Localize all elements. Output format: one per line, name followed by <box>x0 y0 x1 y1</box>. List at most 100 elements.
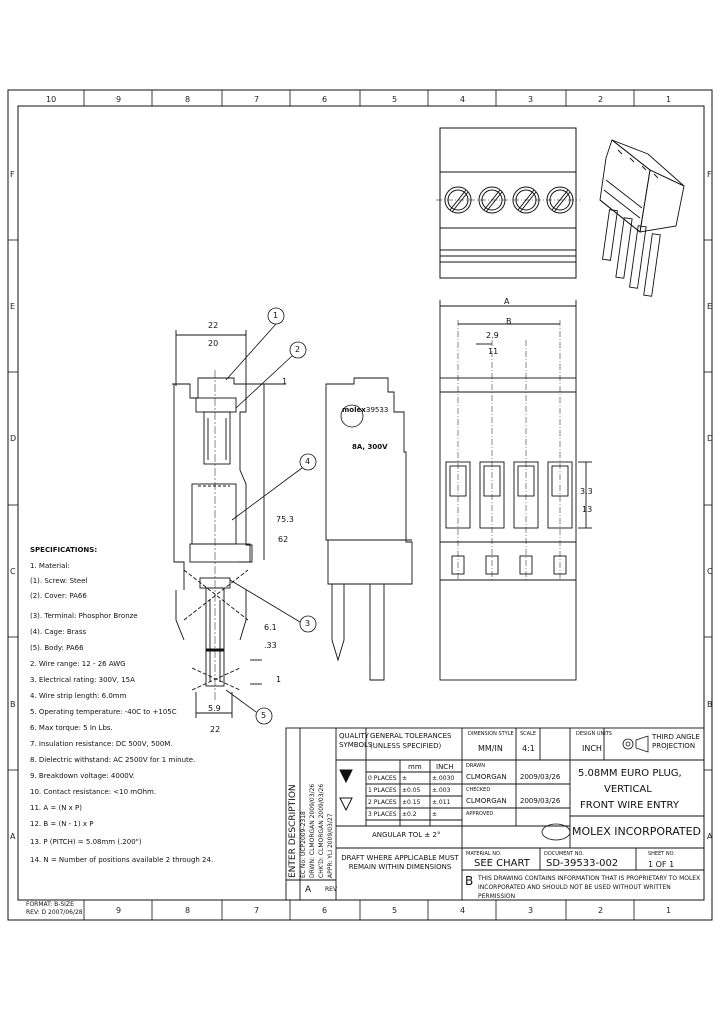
zone-bottom-6: 6 <box>322 906 328 915</box>
dim-base-a: 5.9 <box>208 704 221 713</box>
sheet-number: 1 OF 1 <box>648 860 675 869</box>
dim-side-width-a: 22 <box>208 321 219 330</box>
zone-bottom-4: 4 <box>460 906 466 915</box>
revision-rev-label: REV <box>325 886 338 893</box>
spec-line: 9. Breakdown voltage: 4000V. <box>30 772 135 780</box>
dim-height-a: 3.3 <box>580 487 593 496</box>
part-marking-logo <box>340 404 364 428</box>
drawn-label: DRAWN <box>466 763 485 769</box>
design-units-label: DESIGN UNITS <box>576 731 612 737</box>
spec-line: 12. B = (N - 1) x P <box>30 820 94 828</box>
approved-label: APPROVED <box>466 811 494 817</box>
revision-checked: CHK'D: CLMORGAN 2009/03/26 <box>318 783 325 878</box>
zone-bottom-8: 8 <box>185 906 191 915</box>
tolerance-row-inch: ±.011 <box>432 799 451 806</box>
tolerance-row-inch: ±.0030 <box>432 775 455 782</box>
revision-entry: EC No: UCP2009-2318 <box>300 811 307 878</box>
tolerance-row-mm: ±0.2 <box>402 811 417 818</box>
spec-line: 8. Dielectric withstand: AC 2500V for 1 … <box>30 756 196 764</box>
document-label: DOCUMENT NO. <box>544 851 584 857</box>
spec-line: 13. P (PITCH) = 5.08mm (.200") <box>30 838 142 846</box>
zone-bottom-7: 7 <box>254 906 260 915</box>
third-angle-projection-symbol <box>622 735 649 753</box>
zone-top-9: 9 <box>116 95 122 104</box>
design-units-value: INCH <box>582 744 602 753</box>
quality-symbols-label: QUALITY SYMBOLS <box>339 732 373 750</box>
drawn-date: 2009/03/26 <box>520 773 561 781</box>
zone-side-e-right: E <box>707 302 713 311</box>
tolerance-note: DRAFT WHERE APPLICABLE MUST REMAIN WITHI… <box>341 854 459 872</box>
zone-top-4: 4 <box>460 95 466 104</box>
tolerance-row-mm: ±0.05 <box>402 787 421 794</box>
drawing-title-line-1: 5.08MM EURO PLUG, <box>578 768 682 779</box>
revision-approved: APPR: YLI 2009/03/27 <box>327 813 334 878</box>
spec-line: 6. Max torque: 5 In Lbs. <box>30 724 113 732</box>
title-block-frame <box>285 727 705 901</box>
spec-line: 3. Electrical rating: 300V, 15A <box>30 676 135 684</box>
part-marking-logo-text: molex <box>342 406 366 414</box>
dim-label-1-lower: 1 <box>276 675 282 684</box>
drawn-by: CLMORGAN <box>466 773 507 781</box>
scale-label: SCALE <box>520 731 537 737</box>
molex-logo-mark <box>541 823 571 841</box>
material-label: MATERIAL NO. <box>466 851 502 857</box>
spec-line: 10. Contact resistance: <10 mOhm. <box>30 788 157 796</box>
zone-side-f-right: F <box>707 170 712 179</box>
spec-line: 5. Operating temperature: -40C to +105C <box>30 708 177 716</box>
tolerance-row-label: 0 PLACES <box>368 775 397 782</box>
tolerance-row-mm: ± <box>402 775 408 782</box>
zone-bottom-9: 9 <box>116 906 122 915</box>
zone-side-b: B <box>10 700 16 709</box>
dim-length-a: 75.3 <box>276 515 294 524</box>
zone-top-7: 7 <box>254 95 260 104</box>
dim-pitch-a: 2.9 <box>486 331 499 340</box>
spec-line: (5). Body: PA66 <box>30 644 84 652</box>
dim-side-width-b: 20 <box>208 339 219 348</box>
format-letter: B <box>465 874 474 888</box>
tolerance-row-inch: ± <box>432 811 438 818</box>
spec-line: 4. Wire strip length: 6.0mm <box>30 692 127 700</box>
tolerance-row-inch: ±.003 <box>432 787 451 794</box>
dim-height-b: 13 <box>582 505 593 514</box>
zone-bottom-2: 2 <box>598 906 604 915</box>
zone-side-e: E <box>10 302 16 311</box>
tolerance-col-mm: mm <box>408 763 422 771</box>
zone-bottom-1: 1 <box>666 906 672 915</box>
spec-line: (1). Screw: Steel <box>30 577 88 585</box>
spec-line: 7. Insulation resistance: DC 500V, 500M. <box>30 740 173 748</box>
dim-pitch-b: 11 <box>488 347 499 356</box>
checked-date: 2009/03/26 <box>520 797 561 805</box>
zone-top-1: 1 <box>666 95 672 104</box>
tolerance-heading: GENERAL TOLERANCES (UNLESS SPECIFIED) <box>370 732 452 750</box>
sheet-label: SHEET NO. <box>648 851 675 857</box>
part-marking-number: 39533 <box>366 406 389 414</box>
zone-side-c-right: C <box>707 567 713 576</box>
drawing-title-line-2: VERTICAL <box>604 784 652 795</box>
callout-4: 4 <box>305 457 311 466</box>
material-value: SEE CHART <box>474 858 530 869</box>
tolerance-row-mm: ±0.15 <box>402 799 421 806</box>
side-elevation-view <box>325 377 413 681</box>
front-view <box>439 300 592 681</box>
drawing-title-line-3: FRONT WIRE ENTRY <box>580 800 679 811</box>
revision-drawn: DRWN: CLMORGAN 2009/03/26 <box>309 783 316 878</box>
spec-line: 14. N = Number of positions available 2 … <box>30 856 214 864</box>
zone-top-6: 6 <box>322 95 328 104</box>
side-section-view <box>172 330 286 718</box>
dimension-style-label: DIMENSION STYLE <box>468 731 514 737</box>
tolerance-row-label: 2 PLACES <box>368 799 397 806</box>
dim-label-1: 1 <box>282 377 288 386</box>
tolerance-row-label: 3 PLACES <box>368 811 397 818</box>
zone-side-d: D <box>10 434 17 443</box>
zone-top-10: 10 <box>46 95 57 104</box>
zone-ticks <box>8 90 712 920</box>
zone-side-a: A <box>10 832 16 841</box>
checked-by: CLMORGAN <box>466 797 507 805</box>
part-marking-rating: 8A, 300V <box>352 443 388 451</box>
isometric-view <box>599 139 685 297</box>
spec-line: 11. A = (N x P) <box>30 804 82 812</box>
zone-top-8: 8 <box>185 95 191 104</box>
footer-revision: REV: D 2007/06/28 <box>26 909 83 916</box>
screw-heads <box>444 186 574 214</box>
